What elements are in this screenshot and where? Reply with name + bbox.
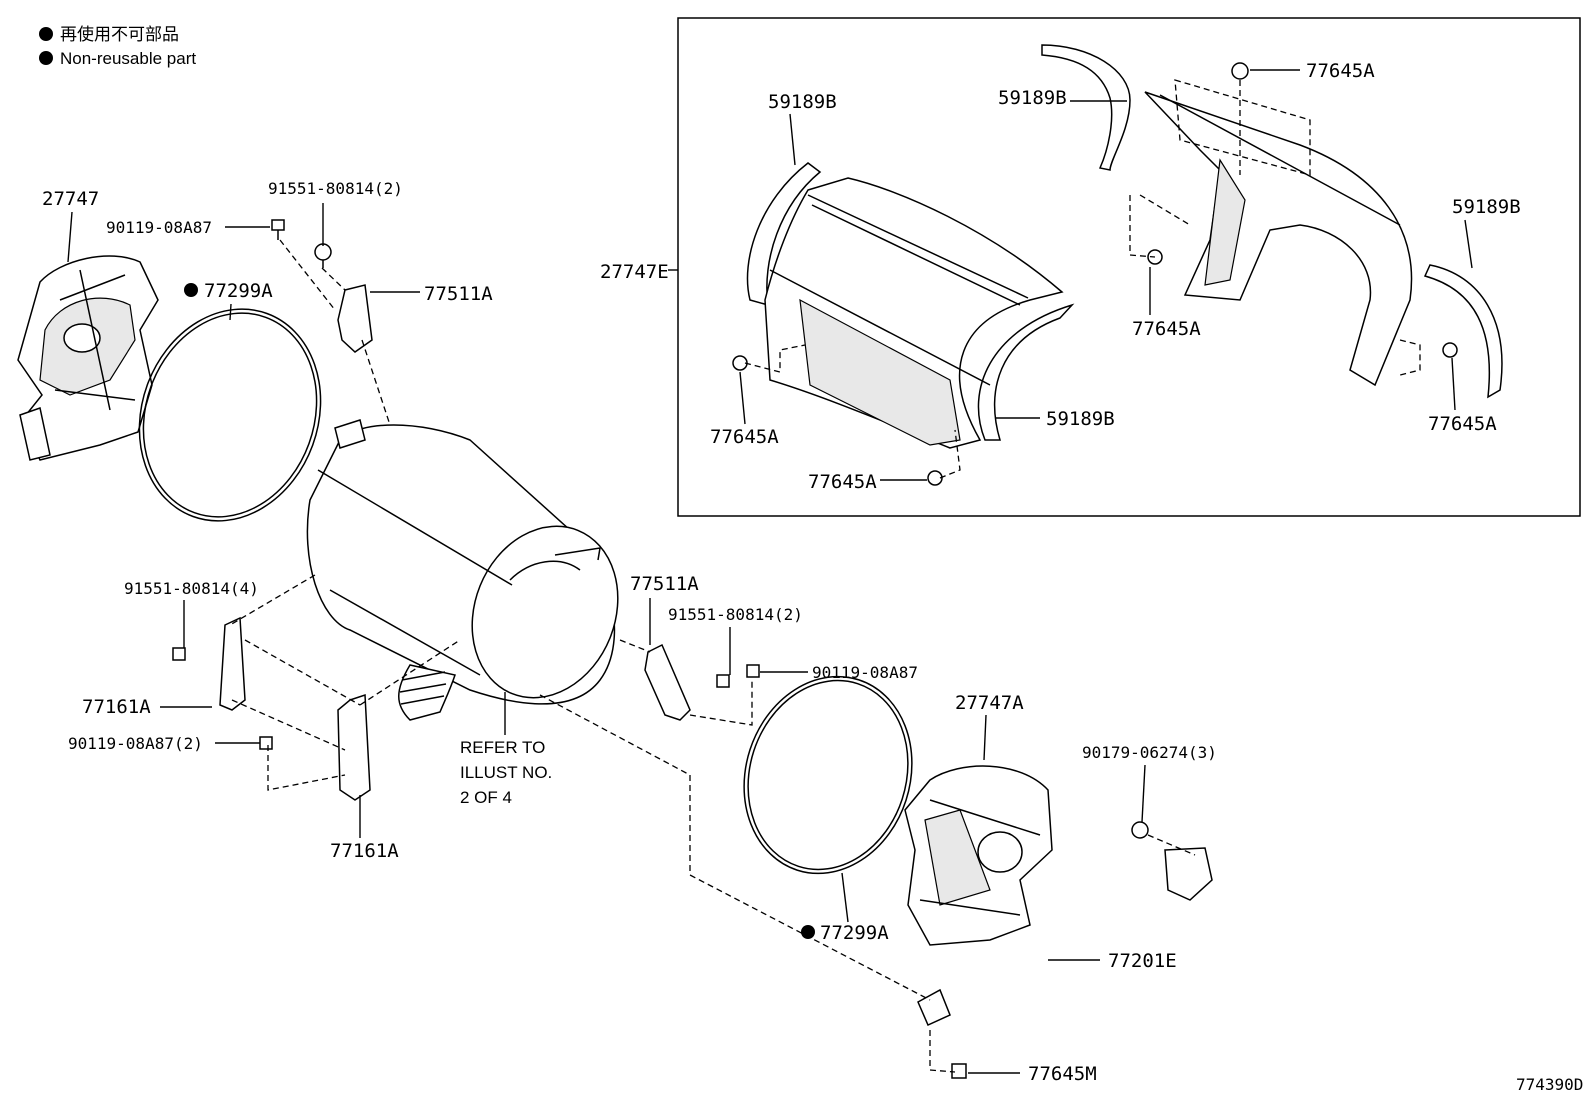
bracket-77511-right (644, 643, 691, 721)
label-77511-r: 77511A (630, 573, 699, 595)
label-77645m: 77645M (1028, 1063, 1097, 1085)
legend-jp: 再使用不可部品 (60, 24, 179, 44)
bolt-77645m (951, 1063, 967, 1079)
label-59189-mid: 59189B (1046, 408, 1115, 430)
bracket-77161-a (219, 616, 246, 711)
bolt-right-lower (716, 664, 760, 688)
label-77299-top: 77299A (204, 280, 273, 302)
legend-en: Non-reusable part (60, 49, 196, 68)
clip-77645-bot (927, 470, 943, 486)
nut-90179 (1131, 821, 1149, 839)
label-91551-l4: 91551-80814(4) (124, 579, 259, 598)
label-77645-r: 77645A (1428, 413, 1497, 435)
non-reusable-dot-icon (39, 51, 53, 65)
main-canister (306, 419, 619, 721)
refer-note-line1: REFER TO (460, 738, 545, 757)
label-59189-tc: 59189B (998, 87, 1067, 109)
bracket-top (337, 284, 373, 353)
bolt-top (271, 219, 285, 240)
label-77645-bot: 77645A (808, 471, 877, 493)
bolt-left-lower-2 (259, 736, 273, 750)
label-90179: 90179-06274(3) (1082, 743, 1217, 762)
legend: 再使用不可部品 Non-reusable part (39, 24, 196, 68)
bolt-left-lower (172, 647, 186, 661)
cover-panel-rear (1144, 91, 1413, 387)
gasket-ring-left (138, 308, 322, 522)
label-59189-tr: 59189B (1452, 196, 1521, 218)
label-27747: 27747 (42, 188, 99, 210)
label-77299-bot: 77299A (820, 922, 889, 944)
label-27747a: 27747A (955, 692, 1024, 714)
label-77645-l: 77645A (710, 426, 779, 448)
label-27747e: 27747E (600, 261, 669, 283)
non-reusable-dot-icon (184, 283, 198, 297)
non-reusable-dot-icon (801, 925, 815, 939)
label-90119-r: 90119-08A87 (812, 663, 918, 682)
hose-77201e (917, 847, 1213, 1026)
non-reusable-dot-icon (39, 27, 53, 41)
heat-shield-right (904, 765, 1053, 946)
label-77161-b: 77161A (330, 840, 399, 862)
insulator-59189-tc (1041, 44, 1131, 171)
label-90119-top: 90119-08A87 (106, 218, 212, 237)
label-59189-tl: 59189B (768, 91, 837, 113)
insulator-59189-tl (746, 162, 822, 307)
insulator-59189-tr (1423, 264, 1503, 399)
heat-shield-left (17, 255, 159, 461)
clip-77645-top (1231, 62, 1249, 80)
label-77645-c: 77645A (1132, 318, 1201, 340)
refer-note-line2: ILLUST NO. (460, 763, 552, 782)
refer-note-line3: 2 OF 4 (460, 788, 512, 807)
clip-77645-r (1442, 342, 1458, 358)
label-77161-a: 77161A (82, 696, 151, 718)
bracket-77161-b (337, 693, 371, 801)
label-90119-2: 90119-08A87(2) (68, 734, 203, 753)
label-91551-r2: 91551-80814(2) (668, 605, 803, 624)
insulator-59189-mid (977, 303, 1075, 441)
figure-id: 774390D (1516, 1075, 1583, 1094)
clip-77645-l (732, 355, 748, 371)
gasket-ring-right (743, 675, 913, 875)
nut-top (314, 243, 332, 268)
label-77645-top: 77645A (1306, 60, 1375, 82)
label-91551-top: 91551-80814(2) (268, 179, 403, 198)
label-77511-top: 77511A (424, 283, 493, 305)
inset-box (677, 17, 1581, 517)
label-77201e: 77201E (1108, 950, 1177, 972)
